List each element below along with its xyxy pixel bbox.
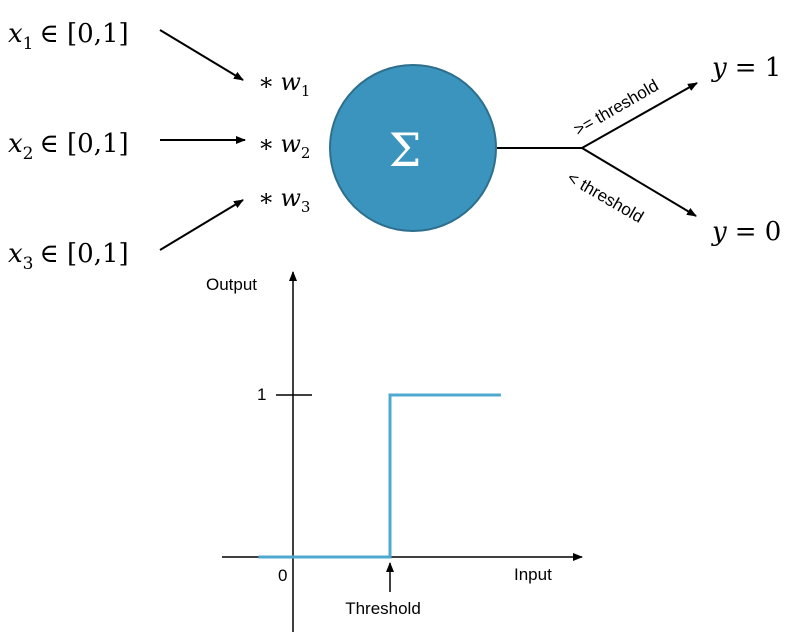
step-function-line xyxy=(258,393,501,559)
arrow-upper-branch xyxy=(581,82,698,149)
input-x2: x2∈ [0,1] xyxy=(8,129,129,164)
arrow-x1-to-w1 xyxy=(159,29,244,81)
x-axis-label: Input xyxy=(514,565,552,584)
label-less-than-threshold: < threshold xyxy=(564,168,647,227)
y-axis-label: Output xyxy=(206,275,257,294)
threshold-label: Threshold xyxy=(345,599,421,618)
step-function-chart: Output 1 0 Input Threshold xyxy=(206,271,583,632)
label-greater-equal-threshold: >= threshold xyxy=(571,76,662,140)
input-x3: x3∈ [0,1] xyxy=(8,239,129,274)
output-y-equals-1: y= 1 xyxy=(711,53,781,83)
summation-neuron xyxy=(329,64,497,232)
arrow-lower-branch xyxy=(581,147,697,217)
input-x1: x1∈ [0,1] xyxy=(8,19,129,54)
weight-w3: ∗w3 xyxy=(258,184,310,216)
weight-w1: ∗w1 xyxy=(258,68,310,100)
y-tick-label: 1 xyxy=(257,385,266,404)
origin-label: 0 xyxy=(278,566,287,585)
output-y-equals-0: y= 0 xyxy=(711,217,781,247)
arrow-x3-to-w3 xyxy=(159,199,244,251)
weight-w2: ∗w2 xyxy=(258,130,310,162)
sigma-symbol: Σ xyxy=(389,123,422,177)
